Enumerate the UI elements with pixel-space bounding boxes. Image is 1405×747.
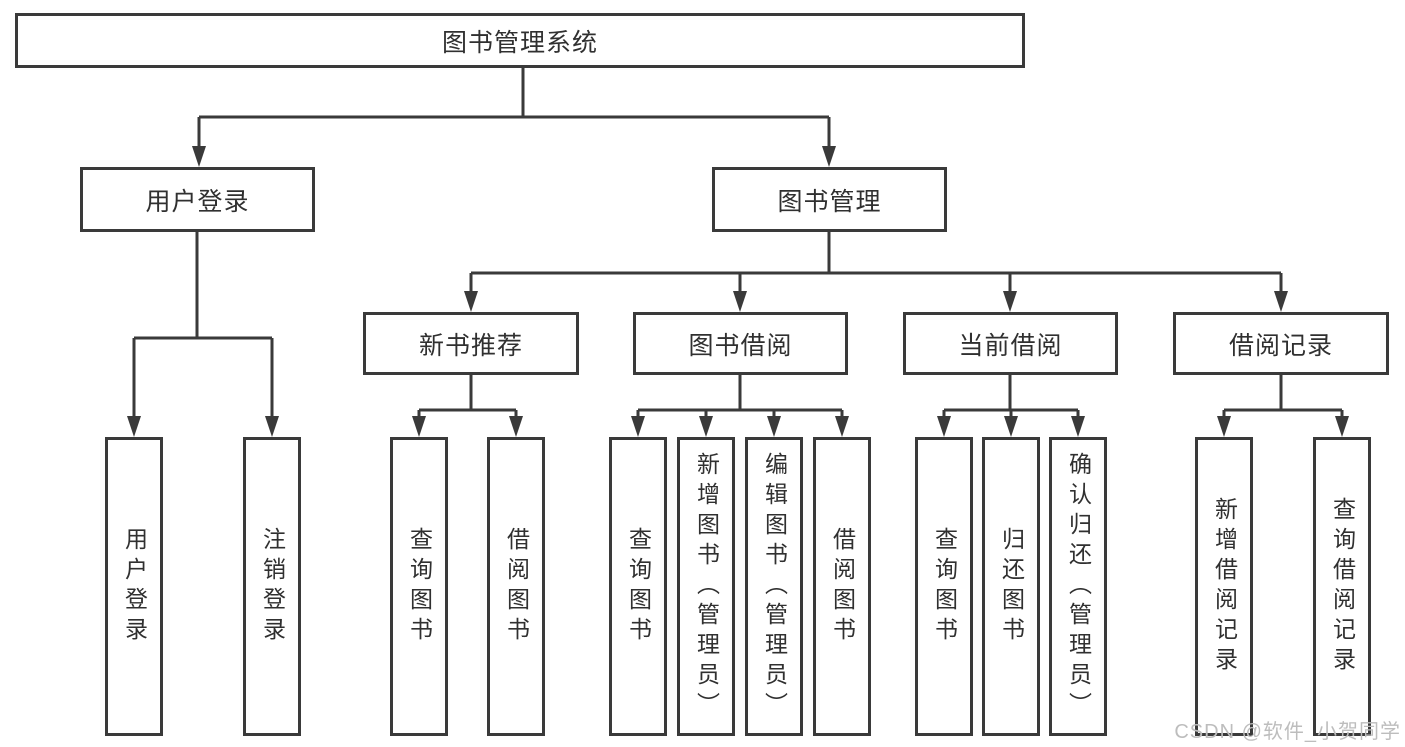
node-leaf-query-borrow-record: 查询借阅记录 [1313,437,1371,736]
arrow-down-icon [1004,416,1018,437]
arrow-down-icon [733,291,747,312]
arrow-down-icon [1217,416,1231,437]
connector-stems [132,68,1344,420]
arrow-down-icon [1274,291,1288,312]
watermark: CSDN @软件_小贺同学 [1174,721,1401,743]
node-new-book-recommend: 新书推荐 [363,312,579,375]
node-label: 用户登录 [121,526,148,647]
arrow-down-icon [699,416,713,437]
arrow-down-icon [1003,291,1017,312]
node-leaf-add-books-admin: 新增图书（管理员） [677,437,735,736]
arrow-down-icon [767,416,781,437]
node-leaf-borrow-books: 借阅图书 [813,437,871,736]
arrow-down-icon [509,416,523,437]
arrow-down-icon [127,416,141,437]
node-label: 当前借阅 [958,331,1063,360]
node-label: 用户登录 [145,187,250,216]
node-leaf-logout: 注销登录 [243,437,301,736]
node-leaf-query-books-current: 查询图书 [915,437,973,736]
node-book-management: 图书管理 [712,167,947,232]
node-label: 查询图书 [625,526,652,647]
arrow-down-icon [265,416,279,437]
node-user-login: 用户登录 [80,167,315,232]
node-label: 编辑图书（管理员） [761,451,788,722]
node-leaf-query-books-borrow: 查询图书 [609,437,667,736]
node-label: 注销登录 [259,526,286,647]
node-leaf-user-login: 用户登录 [105,437,163,736]
node-label: 图书借阅 [688,331,793,360]
arrow-down-icon [1071,416,1085,437]
node-label: 确认归还（管理员） [1065,451,1092,722]
node-leaf-borrow-books-recommend: 借阅图书 [487,437,545,736]
node-leaf-confirm-return-admin: 确认归还（管理员） [1049,437,1107,736]
arrow-down-icon [192,146,206,167]
arrow-down-icon [822,146,836,167]
node-leaf-query-books-recommend: 查询图书 [390,437,448,736]
node-label: 归还图书 [998,526,1025,647]
node-leaf-return-books: 归还图书 [982,437,1040,736]
node-root-label: 图书管理系统 [441,28,598,57]
node-label: 查询借阅记录 [1329,496,1356,677]
arrow-down-icon [464,291,478,312]
node-label: 借阅图书 [829,526,856,647]
node-label: 图书管理 [777,187,882,216]
node-book-borrow: 图书借阅 [633,312,848,375]
node-current-borrow: 当前借阅 [903,312,1118,375]
node-label: 借阅记录 [1228,331,1333,360]
arrow-down-icon [631,416,645,437]
node-label: 新书推荐 [418,331,523,360]
node-leaf-edit-books-admin: 编辑图书（管理员） [745,437,803,736]
arrow-down-icon [835,416,849,437]
arrowheads [127,146,1349,437]
node-label: 新增借阅记录 [1211,496,1238,677]
node-borrow-record: 借阅记录 [1173,312,1389,375]
node-label: 借阅图书 [503,526,530,647]
node-label: 查询图书 [931,526,958,647]
node-root-system: 图书管理系统 [15,13,1025,68]
arrow-down-icon [937,416,951,437]
node-leaf-add-borrow-record: 新增借阅记录 [1195,437,1253,736]
arrow-down-icon [1335,416,1349,437]
node-label: 新增图书（管理员） [693,451,720,722]
node-label: 查询图书 [406,526,433,647]
arrow-down-icon [412,416,426,437]
